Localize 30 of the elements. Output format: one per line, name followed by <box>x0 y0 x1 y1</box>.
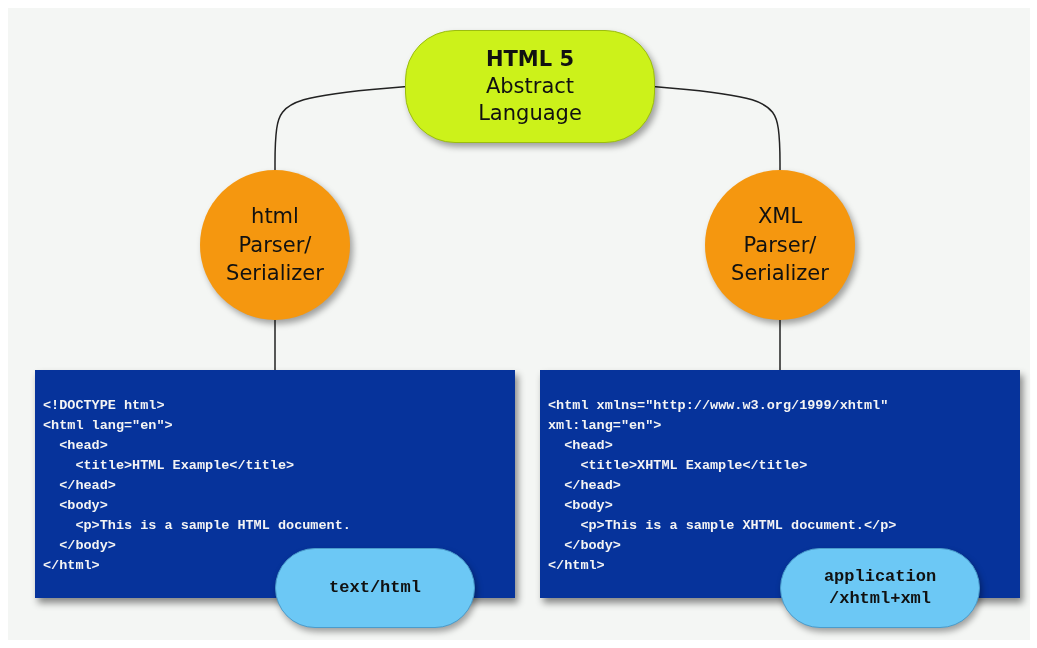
node-label: text/html <box>329 576 421 599</box>
code-line: <!DOCTYPE html> <box>43 397 165 415</box>
code-line: <p>This is a sample XHTML document.</p> <box>579 517 897 535</box>
code-line: </body> <box>563 537 621 555</box>
code-line: </html> <box>43 557 100 575</box>
code-line: </html> <box>548 557 605 575</box>
code-line: <title>XHTML Example</title> <box>579 457 808 475</box>
node-label: application /xhtml+xml <box>822 565 938 610</box>
code-line: <body> <box>58 497 108 515</box>
connector-line <box>779 319 781 371</box>
rounded-box <box>780 548 980 628</box>
code-line: </head> <box>58 477 116 495</box>
code-line: </body> <box>58 537 116 555</box>
code-line: <title>HTML Example</title> <box>74 457 295 475</box>
connector-line <box>274 319 276 371</box>
code-line: <html xmlns="http://www.w3.org/1999/xhtml" <box>548 397 889 415</box>
node-label: Abstract Language <box>477 72 583 128</box>
node-label: html Parser/ Serializer <box>225 203 325 288</box>
code-line: <html lang="en"> <box>43 417 173 435</box>
code-panel <box>35 370 515 598</box>
node-label: XML Parser/ Serializer <box>730 203 830 288</box>
code-line: <head> <box>58 437 108 455</box>
node-title: HTML 5 <box>485 45 575 73</box>
code-line: xml:lang="en"> <box>548 417 662 435</box>
code-line: <p>This is a sample HTML document. <box>74 517 351 535</box>
code-line: <head> <box>563 437 613 455</box>
code-line: </head> <box>563 477 621 495</box>
rounded-box <box>275 548 475 628</box>
code-line: <body> <box>563 497 613 515</box>
rounded-box <box>405 30 655 143</box>
